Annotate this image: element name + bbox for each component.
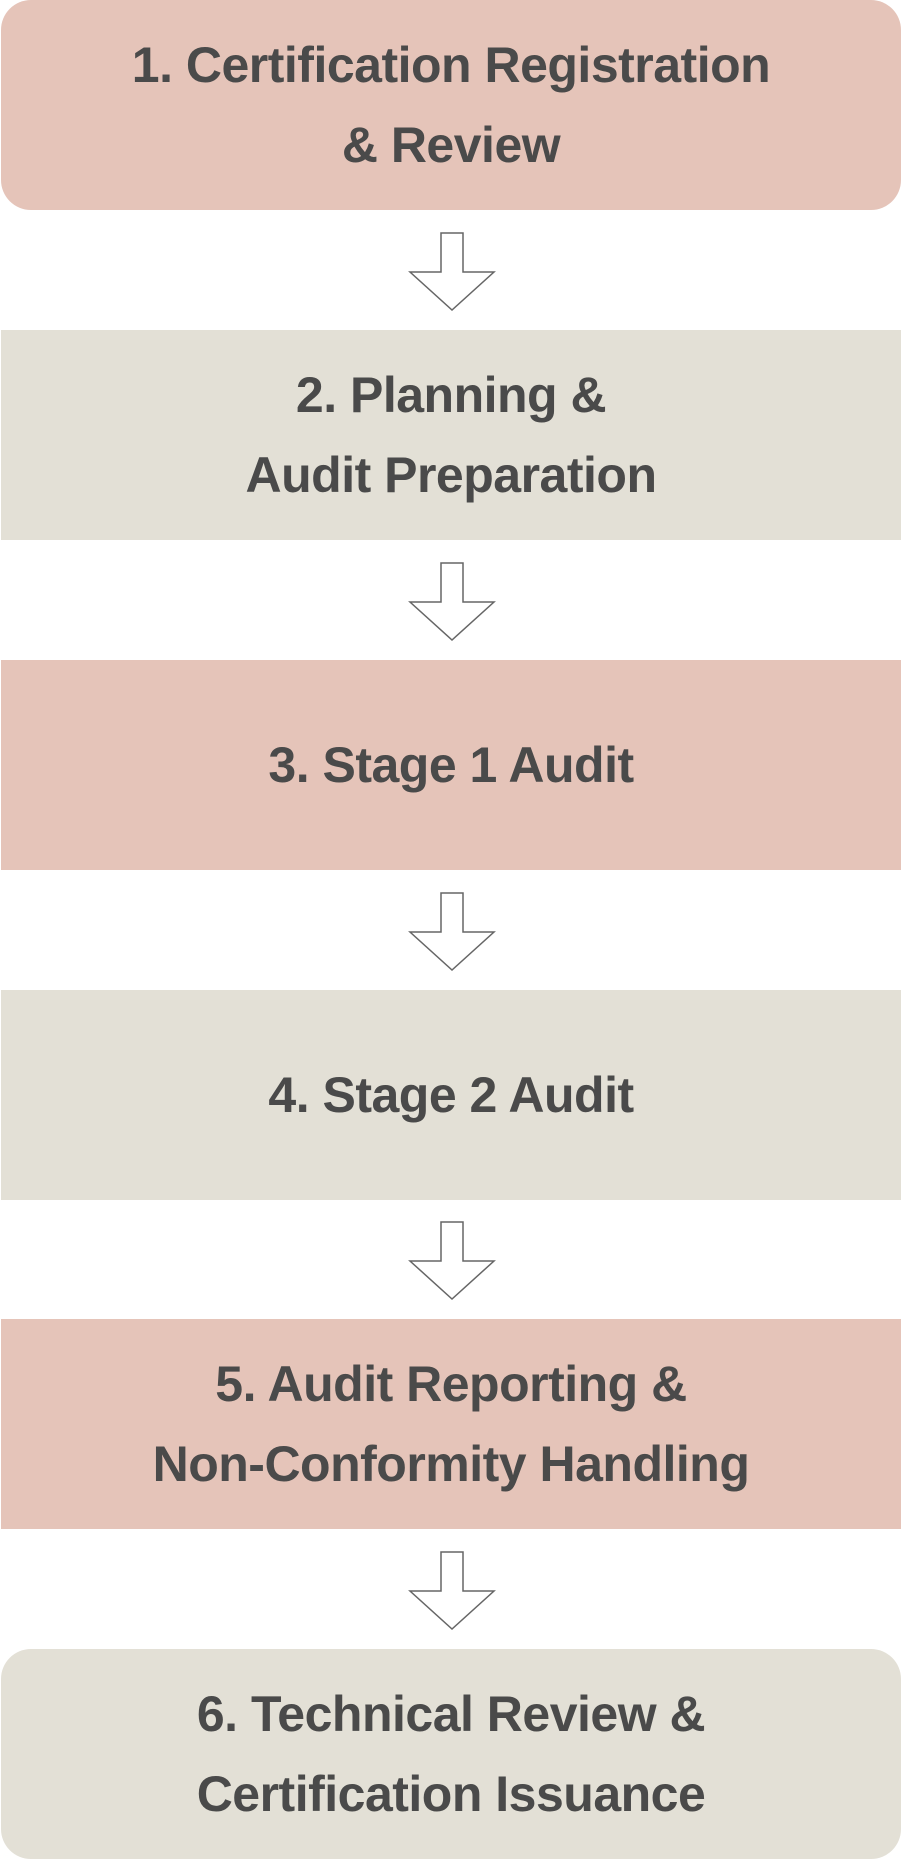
step-2-label: 2. Planning & Audit Preparation [245,367,657,503]
down-arrow-icon [408,562,496,642]
step-6-box: 6. Technical Review & Certification Issu… [1,1649,901,1859]
down-arrow-icon [408,892,496,972]
step-2-box: 2. Planning & Audit Preparation [1,330,901,540]
step-1-label: 1. Certification Registration & Review [131,37,771,173]
step-4-box: 4. Stage 2 Audit [1,990,901,1200]
step-3-label: 3. Stage 1 Audit [268,737,634,793]
step-5-box: 5. Audit Reporting & Non-Conformity Hand… [1,1319,901,1529]
down-arrow-icon [408,232,496,312]
step-6-label: 6. Technical Review & Certification Issu… [196,1686,706,1822]
step-5-label: 5. Audit Reporting & Non-Conformity Hand… [152,1356,750,1492]
step-4-label: 4. Stage 2 Audit [268,1067,634,1123]
step-1-box: 1. Certification Registration & Review [1,0,901,210]
step-3-box: 3. Stage 1 Audit [1,660,901,870]
down-arrow-icon [408,1221,496,1301]
down-arrow-icon [408,1551,496,1631]
